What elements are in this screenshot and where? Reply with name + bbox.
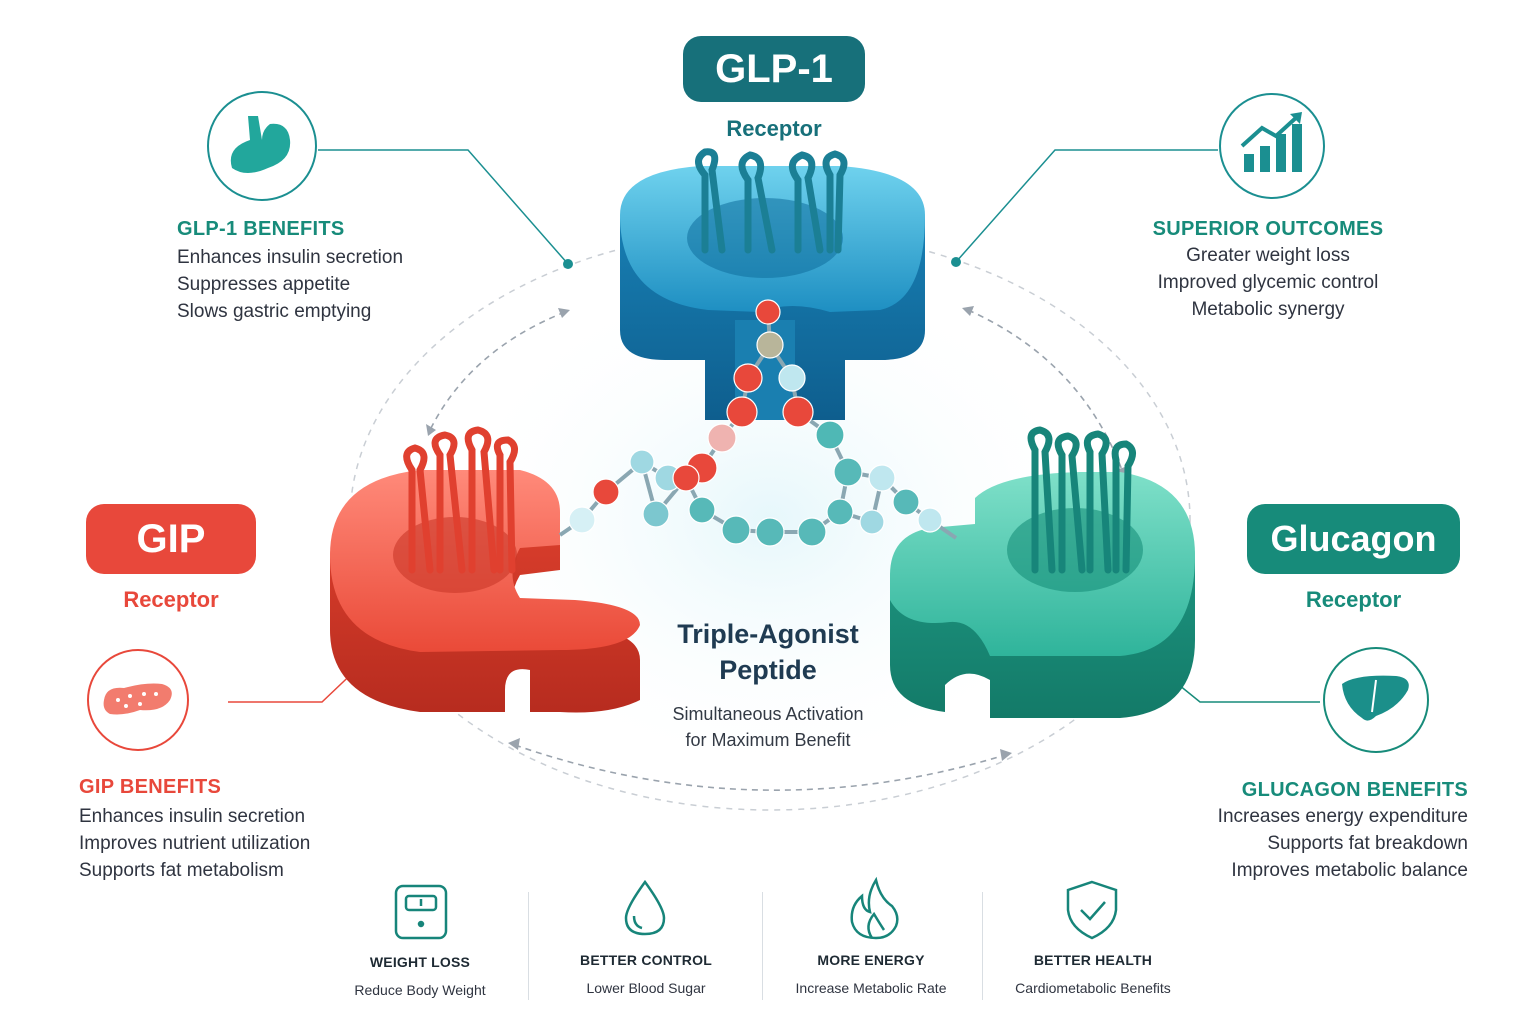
glucagon-receptor-model	[890, 426, 1195, 718]
footer-subtitle: Reduce Body Weight	[354, 982, 486, 998]
footer-divider	[982, 892, 983, 1000]
footer-title: WEIGHT LOSS	[369, 954, 471, 970]
glp1-receptor-model	[620, 148, 925, 420]
peptide-subtitle-line1: Simultaneous Activation	[672, 704, 864, 724]
interaction-arrows	[429, 309, 1123, 791]
stomach-icon	[207, 91, 317, 201]
glp1-receptor-name: GLP-1	[715, 47, 833, 91]
peptide-title: Triple-Agonist Peptide	[628, 616, 908, 688]
footer-title: BETTER HEALTH	[1033, 952, 1153, 968]
superior-outcomes-heading: SUPERIOR OUTCOMES	[1152, 218, 1384, 240]
peptide-title-line1: Triple-Agonist	[677, 619, 859, 649]
drop-icon	[624, 879, 666, 936]
list-item: Enhances insulin secretion	[177, 247, 404, 268]
peptide-title-line2: Peptide	[719, 655, 817, 685]
footer-title: BETTER CONTROL	[580, 952, 712, 968]
gip-receptor-badge: GIP	[86, 504, 256, 574]
orbit-ring	[349, 229, 1191, 811]
footer-subtitle: Lower Blood Sugar	[586, 980, 706, 996]
gip-receptor-subtitle: Receptor	[123, 587, 219, 612]
gip-benefits-heading: GIP BENEFITS	[79, 776, 222, 798]
shield-check-icon	[1066, 880, 1118, 940]
glucagon-receptor-badge: Glucagon	[1247, 504, 1460, 574]
footer-subtitle: Increase Metabolic Rate	[795, 980, 947, 996]
list-item: Suppresses appetite	[177, 274, 351, 295]
list-item: Increases energy expenditure	[1217, 806, 1468, 827]
list-item: Slows gastric emptying	[177, 301, 372, 322]
gip-benefits-list: Enhances insulin secretion Improves nutr…	[79, 803, 310, 884]
gip-receptor-model	[330, 426, 640, 713]
glp1-benefits-list: Enhances insulin secretion Suppresses ap…	[177, 244, 403, 325]
pancreas-icon	[87, 649, 189, 751]
glucagon-receptor-subtitle: Receptor	[1305, 587, 1402, 612]
flame-icon	[850, 876, 899, 940]
glucagon-receptor-name: Glucagon	[1270, 518, 1437, 559]
glp1-receptor-subtitle: Receptor	[726, 116, 822, 141]
footer-subtitle: Cardiometabolic Benefits	[1015, 980, 1171, 996]
list-item: Metabolic synergy	[1191, 299, 1345, 320]
list-item: Improves nutrient utilization	[79, 833, 311, 854]
peptide-subtitle: Simultaneous Activation for Maximum Bene…	[628, 701, 908, 753]
peptide-subtitle-line2: for Maximum Benefit	[685, 730, 851, 750]
list-item: Enhances insulin secretion	[79, 806, 306, 827]
triple-agonist-peptide-chain	[558, 299, 958, 547]
list-item: Supports fat breakdown	[1267, 833, 1468, 854]
glp1-receptor-badge: GLP-1	[683, 36, 865, 102]
footer-item-better-health: BETTER HEALTH Cardiometabolic Benefits	[993, 952, 1193, 996]
footer-item-weight-loss: WEIGHT LOSS Reduce Body Weight	[320, 954, 520, 998]
superior-outcomes-list: Greater weight loss Improved glycemic co…	[1130, 242, 1406, 323]
glucagon-benefits-list: Increases energy expenditure Supports fa…	[1180, 803, 1468, 884]
list-item: Improved glycemic control	[1157, 272, 1379, 293]
liver-icon	[1323, 647, 1429, 753]
scale-icon	[394, 884, 448, 940]
list-item: Improves metabolic balance	[1231, 860, 1468, 881]
arrow-heads	[426, 306, 1128, 761]
footer-item-more-energy: MORE ENERGY Increase Metabolic Rate	[771, 952, 971, 996]
growth-chart-icon	[1219, 93, 1325, 199]
gip-receptor-name: GIP	[136, 517, 206, 561]
list-item: Greater weight loss	[1186, 245, 1350, 266]
glucagon-benefits-heading: GLUCAGON BENEFITS	[1241, 779, 1468, 801]
footer-divider	[762, 892, 763, 1000]
footer-title: MORE ENERGY	[817, 952, 925, 968]
footer-item-better-control: BETTER CONTROL Lower Blood Sugar	[546, 952, 746, 996]
list-item: Supports fat metabolism	[79, 860, 284, 881]
footer-divider	[528, 892, 529, 1000]
glp1-benefits-heading: GLP-1 BENEFITS	[177, 218, 345, 240]
